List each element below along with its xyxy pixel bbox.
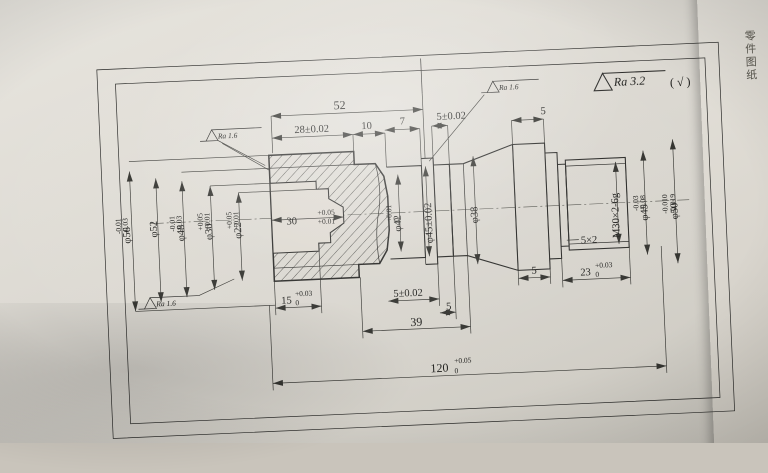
dim-text-d48: φ48 -0.01 -0.03 — [167, 215, 187, 242]
dim-label-d38: φ38 — [469, 206, 481, 223]
dim-text-d22: φ22 +0.05 +0.01 — [224, 211, 244, 239]
dim-tol-lower-d50: -0.019 — [668, 194, 678, 214]
dim-label-15: 15 — [281, 295, 292, 306]
dim-tol-lower-d56: -0.03 — [120, 218, 130, 234]
dim-text-d50: φ50 -0.010 -0.019 — [660, 193, 681, 219]
dim-label-d45-center: φ45±0.02 — [423, 202, 436, 243]
dim-text-d30: φ30 +0.05 +0.01 — [195, 212, 215, 240]
dim-tol-upper-120: +0.05 — [454, 356, 472, 366]
feature-label-groove: 5×2 — [581, 235, 598, 247]
dim-label-52: 52 — [333, 98, 346, 113]
dim-tol-lower-d42: 0 — [392, 218, 401, 222]
dim-label-5-top: 5 — [540, 106, 546, 117]
dim-label-5pm: 5±0.02 — [436, 111, 466, 123]
surface-finish-label-center-top: Ra 1.6 — [498, 82, 519, 92]
dim-text-d45-right: φ45 -0.03 -0.08 — [631, 195, 651, 222]
dim-label-23: 23 — [580, 267, 591, 278]
general-finish-bracket: ( √ ) — [670, 74, 691, 89]
dim-text-23: 23 +0.03 0 — [580, 260, 613, 279]
dim-tol-upper-23: +0.03 — [595, 260, 613, 270]
sheet-border — [97, 42, 735, 438]
dim-text-15: 15 +0.03 0 — [281, 289, 313, 308]
dim-label-10: 10 — [361, 121, 372, 132]
dim-tol-lower-23: 0 — [595, 270, 599, 279]
dim-tol-lower-d45r: -0.08 — [638, 195, 648, 211]
dim-label-5pm-bottom: 5±0.02 — [393, 288, 423, 300]
dim-tol-lower-d22: +0.01 — [231, 211, 241, 229]
right-sheet-label: 零件图纸 — [735, 30, 759, 83]
dim-label-7: 7 — [400, 116, 406, 127]
technical-drawing: φ56 -0.01 -0.03 φ52 φ48 -0.01 -0.03 φ30 … — [0, 0, 768, 460]
surface-finish-callout-left-top: Ra 1.6 — [200, 127, 270, 173]
dim-label-39: 39 — [410, 315, 423, 330]
dim-tol-lower-d30: +0.01 — [202, 212, 212, 230]
dim-label-5-right: 5 — [531, 266, 537, 277]
dim-text-120: 120 +0.05 0 — [430, 356, 472, 377]
dim-tol-lower-d48: -0.03 — [174, 215, 184, 231]
dim-label-120: 120 — [430, 361, 449, 376]
dim-tol-lower-15: 0 — [295, 298, 299, 307]
dim-tol-upper-15: +0.03 — [295, 289, 313, 299]
dim-label-30-internal: 30 — [286, 216, 297, 227]
surface-finish-label-left-bottom: Ra 1.6 — [155, 299, 176, 309]
dim-tol-lower-30i: +0.01 — [318, 216, 336, 226]
dim-tol-lower-120: 0 — [454, 366, 458, 375]
dim-label-thread: M30×2-6g — [610, 192, 623, 238]
surface-finish-label-left-top: Ra 1.6 — [217, 131, 238, 141]
dim-label-5-bottom: 5 — [446, 301, 452, 312]
dim-text-d56: φ56 -0.01 -0.03 — [113, 218, 133, 245]
dim-label-28: 28±0.02 — [294, 124, 329, 137]
dim-label-d52: φ52 — [149, 221, 161, 238]
general-finish-note: Ra 3.2 ( √ ) — [593, 70, 690, 93]
dim-label-d42: φ42 — [393, 215, 405, 232]
section-marker — [421, 58, 423, 93]
general-finish-label: Ra 3.2 — [613, 74, 646, 89]
